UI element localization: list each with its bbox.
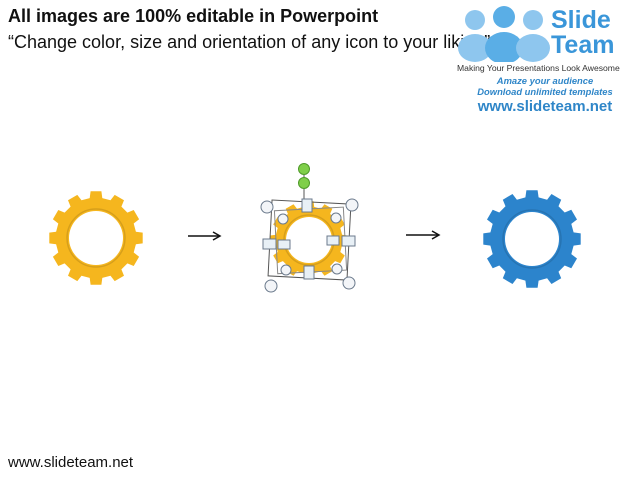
slideteam-logo: Slide Team Making Your Presentations Loo… [455, 6, 635, 118]
gear-hole-rim [66, 208, 126, 268]
brand-name: Slide Team [551, 8, 631, 58]
brand-name-line-1: Slide [551, 6, 611, 34]
promo-line-1: Amaze your audience [496, 75, 594, 86]
resize-handle[interactable] [264, 279, 278, 293]
people-icon [458, 6, 550, 62]
gear-body [270, 201, 348, 279]
resize-handle[interactable] [301, 198, 313, 213]
brand-url[interactable]: www.slideteam.net [477, 98, 613, 115]
resize-handle[interactable] [345, 198, 359, 212]
gear-original-icon [49, 191, 143, 285]
selection-handles[interactable] [260, 163, 359, 293]
gear-recolored-icon [483, 190, 581, 288]
promo-line-2: Download unlimited templates [477, 86, 613, 97]
resize-handle[interactable] [277, 213, 289, 225]
resize-handle[interactable] [303, 265, 315, 280]
gear-body [49, 191, 143, 285]
resize-handle[interactable] [331, 263, 343, 275]
headline: All images are 100% editable in Powerpoi… [8, 6, 379, 26]
brand-tagline: Making Your Presentations Look Awesome [457, 63, 620, 73]
arrow-right-2-icon [406, 230, 441, 240]
resize-handle[interactable] [330, 212, 342, 224]
gear-body [483, 190, 581, 288]
footer-url[interactable]: www.slideteam.net [8, 454, 134, 471]
resize-handle[interactable] [277, 239, 291, 250]
resize-handle[interactable] [342, 276, 356, 290]
resize-handle[interactable] [341, 235, 356, 247]
rotate-handle[interactable] [298, 177, 310, 189]
arrow-right-1-icon [188, 231, 222, 241]
resize-handle[interactable] [260, 200, 274, 214]
resize-handle[interactable] [280, 264, 292, 276]
resize-handle[interactable] [326, 235, 340, 246]
subheadline: “Change color, size and orientation of a… [8, 32, 491, 52]
gear-hole-rim [502, 209, 562, 269]
rotate-handle[interactable] [298, 163, 310, 175]
resize-handle[interactable] [262, 238, 277, 250]
brand-name-line-2: Team [551, 31, 615, 59]
